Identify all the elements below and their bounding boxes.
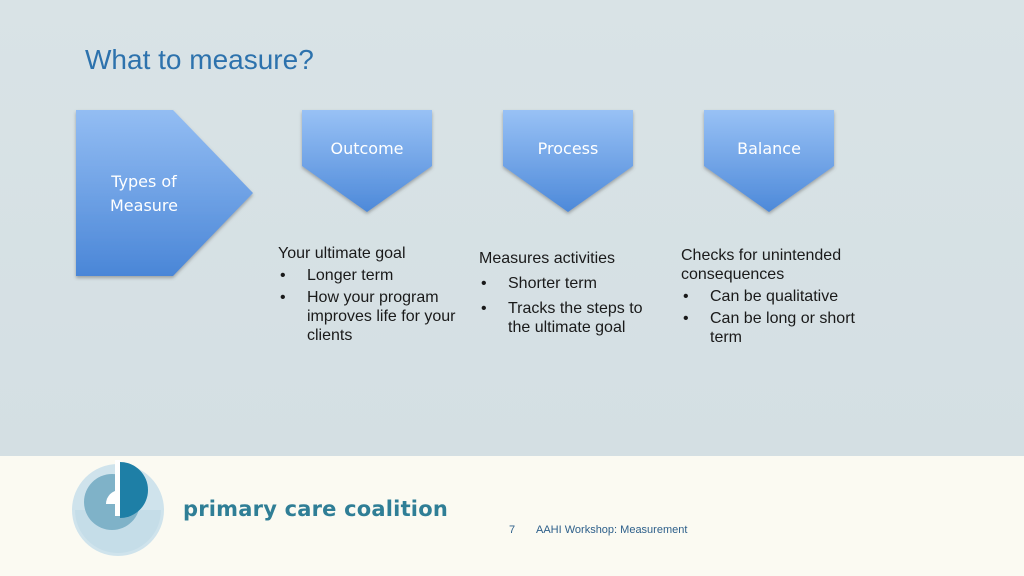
process-description: Measures activities • Shorter term • Track… [479, 249, 665, 340]
bullet-icon: • [481, 300, 487, 317]
footer-caption: AAHI Workshop: Measurement [536, 524, 688, 536]
balance-description: Checks for unintended consequences • Can … [681, 246, 861, 350]
bullet-icon: • [280, 289, 286, 306]
process-bullets: • Shorter term • Tracks the steps to the u… [479, 274, 665, 337]
bullet-text: Shorter term [508, 275, 597, 292]
balance-bullets: • Can be qualitative • Can be long or shor… [681, 287, 861, 347]
list-item: • Can be long or short term [681, 309, 861, 347]
slide-title: What to measure? [85, 44, 314, 75]
slide-footer [0, 456, 1024, 576]
list-item: • Longer term [278, 266, 456, 285]
bullet-text: How your program improves life for your … [307, 289, 456, 344]
page-number: 7 [509, 524, 516, 536]
outcome-label: Outcome [330, 139, 404, 158]
bullet-text: Longer term [307, 267, 394, 284]
outcome-chevron [302, 110, 432, 212]
bullet-text: Can be long or short term [710, 310, 855, 346]
list-item: • How your program improves life for your… [278, 288, 456, 345]
pcc-logo-icon [72, 460, 164, 556]
types-label-line2: Measure [110, 196, 178, 215]
types-label-line1: Types of [111, 172, 177, 191]
balance-chevron [704, 110, 834, 212]
process-lead: Measures activities [479, 250, 616, 267]
process-label: Process [537, 139, 599, 158]
bullet-icon: • [280, 267, 286, 284]
outcome-description: Your ultimate goal • Longer term • How you… [278, 244, 456, 348]
bullet-icon: • [683, 310, 689, 327]
logo-text: primary care coalition [183, 497, 448, 521]
process-chevron [503, 110, 633, 212]
bullet-icon: • [481, 275, 487, 292]
list-item: • Tracks the steps to the ultimate goal [479, 299, 665, 337]
types-of-measure-label: Types of Measure [84, 170, 204, 218]
outcome-lead: Your ultimate goal [278, 245, 406, 262]
diagram-shapes [76, 110, 834, 276]
outcome-bullets: • Longer term • How your program improves … [278, 266, 456, 345]
bullet-text: Tracks the steps to the ultimate goal [508, 300, 643, 336]
balance-lead: Checks for unintended consequences [681, 247, 842, 283]
types-of-measure-pentagon [76, 110, 253, 276]
bullet-text: Can be qualitative [710, 288, 839, 305]
bullet-icon: • [683, 288, 689, 305]
list-item: • Can be qualitative [681, 287, 861, 306]
list-item: • Shorter term [479, 274, 665, 293]
balance-label: Balance [737, 139, 801, 158]
